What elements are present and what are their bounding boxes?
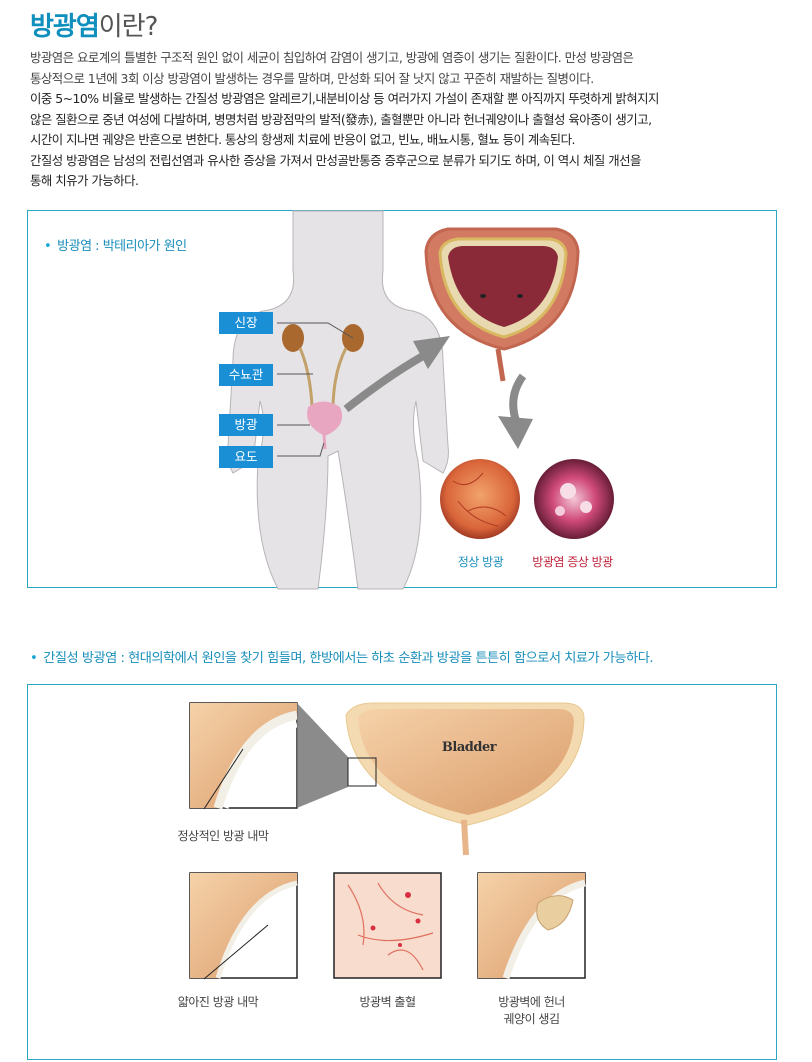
interstitial-figure-box: Bladder 정상적인 방광 내막 얇아진 방광 내막 방광벽 출혈 방광벽에…	[27, 684, 777, 1060]
label-kidney: 신장	[219, 312, 273, 334]
bacteria-figure-box: • 방광염 : 박테리아가 원인	[27, 210, 777, 590]
kidney-left-icon	[282, 324, 304, 352]
ulcer-caption-line1: 방광벽에 헌너	[498, 995, 565, 1009]
normal-membrane-caption: 정상적인 방광 내막	[177, 829, 269, 843]
normal-bladder-micro-image	[440, 459, 520, 539]
thin-membrane-caption: 얇아진 방광 내막	[177, 995, 259, 1009]
section2-title: • 간질성 방광염 : 현대의학에서 원인을 찾기 힘들며, 한방에서는 하초 순…	[30, 647, 654, 666]
inflamed-bladder-micro-image	[534, 459, 614, 539]
label-urethra: 요도	[219, 446, 273, 468]
desc-line: 간질성 방광염은 남성의 전립선염과 유사한 증상을 가져서 만성골반통증 증후…	[30, 152, 641, 168]
ulcer-wall-caption: 방광벽에 헌너 궤양이 생김	[474, 993, 589, 1027]
bullet-icon: •	[44, 239, 52, 254]
desc-line: 통해 치유가 가능하다.	[30, 173, 139, 188]
zoom-connector-icon	[297, 703, 348, 808]
inflamed-bladder-caption: 방광염 증상 방광	[532, 555, 613, 569]
title-rest: 이란?	[98, 12, 159, 42]
arrow-down-icon	[498, 416, 533, 449]
label-ureter: 수뇨관	[219, 364, 273, 386]
section1-title: • 방광염 : 박테리아가 원인	[44, 235, 187, 254]
desc-line: 이중 5~10% 비율로 발생하는 간질성 방광염은 알레르기,내분비이상 등 …	[30, 91, 659, 106]
page-title: 방광염이란?	[30, 6, 159, 43]
section2-title-text: 간질성 방광염 : 현대의학에서 원인을 찾기 힘들며, 한방에서는 하초 순환…	[43, 651, 654, 666]
desc-line: 방광염은 요로계의 틀별한 구조적 원인 없이 세균이 침입하여 감염이 생기고…	[30, 50, 634, 65]
interstitial-illustration	[189, 702, 586, 980]
bladder-label: Bladder	[441, 740, 497, 755]
description: 방광염은 요로계의 틀별한 구조적 원인 없이 세균이 침입하여 감염이 생기고…	[30, 48, 790, 192]
section1-title-text: 방광염 : 박테리아가 원인	[57, 239, 187, 254]
body-silhouette-illustration	[227, 210, 614, 590]
normal-bladder-caption: 정상 방광	[457, 555, 504, 569]
ulcer-caption-line2: 궤양이 생김	[503, 1012, 560, 1026]
arrow-right-icon	[413, 336, 450, 369]
desc-line: 통상적으로 1년에 3회 이상 방광염이 발생하는 경우를 말하며, 만성화 되…	[30, 70, 594, 86]
title-highlight: 방광염	[30, 12, 100, 42]
desc-line: 않은 질환으로 중년 여성에 다발하며, 병명처럼 방광점막의 발적(發赤), …	[30, 111, 652, 127]
bleeding-wall-caption: 방광벽 출혈	[359, 995, 416, 1009]
zoom-region-box	[347, 757, 377, 787]
desc-line: 시간이 지나면 궤양은 반흔으로 변한다. 통상의 항생제 치료에 반응이 없고…	[30, 132, 575, 147]
bullet-icon: •	[30, 651, 38, 666]
label-bladder: 방광	[219, 414, 273, 436]
